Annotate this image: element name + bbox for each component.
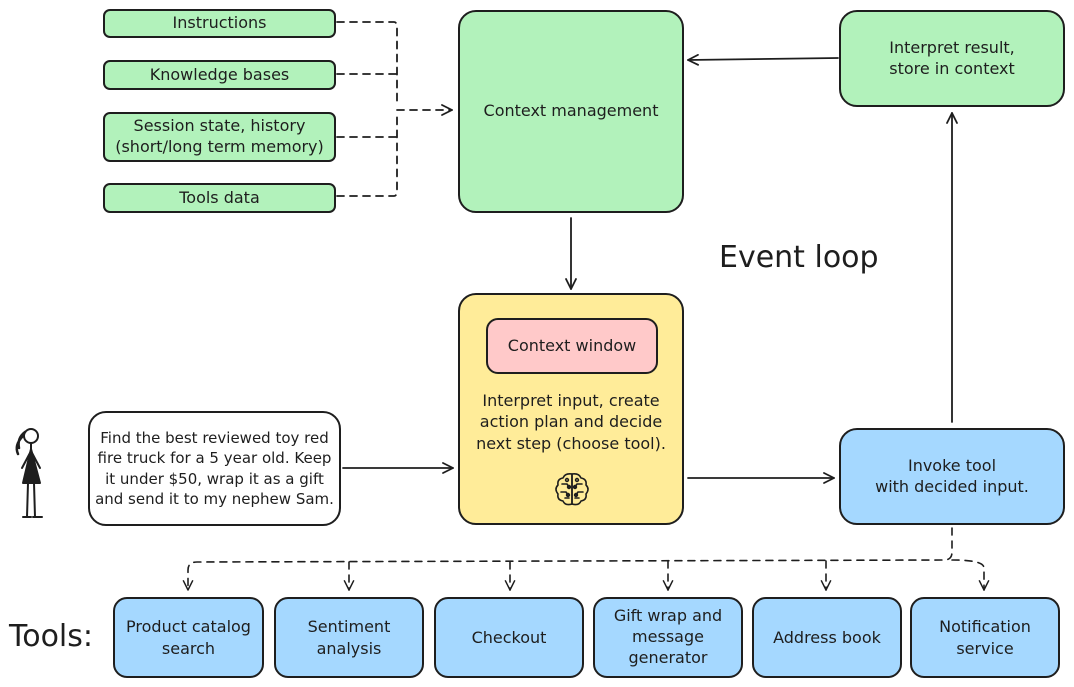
interpret-result-label: Interpret result, store in context (889, 37, 1015, 78)
agent-text: Interpret input, create action plan and … (476, 391, 666, 453)
tool-notification-service: Notification service (910, 597, 1060, 678)
brain-circuit-icon (555, 473, 589, 506)
source-label: Knowledge bases (149, 64, 290, 84)
source-knowledge-bases: Knowledge bases (103, 60, 336, 90)
interpret-result: Interpret result, store in context (839, 10, 1065, 107)
invoke-tool-label: Invoke tool with decided input. (875, 455, 1029, 496)
invoke-tool: Invoke tool with decided input. (839, 428, 1065, 525)
tool-label: Gift wrap and message generator (613, 606, 723, 667)
tools-connector (182, 527, 953, 591)
source-instructions: Instructions (103, 9, 336, 38)
context-management: Context management (458, 10, 684, 213)
tool-label: Product catalog search (126, 616, 251, 658)
person-icon (15, 428, 43, 518)
tool-gift-wrap: Gift wrap and message generator (593, 597, 743, 678)
tool-sentiment-analysis: Sentiment analysis (274, 597, 424, 678)
agent-box: Context window Interpret input, create a… (458, 293, 684, 525)
tool-address-book: Address book (752, 597, 902, 678)
user-prompt-text: Find the best reviewed toy red fire truc… (95, 429, 334, 508)
event-loop-label: Event loop (719, 240, 879, 275)
source-connector (336, 21, 398, 105)
user-prompt: Find the best reviewed toy red fire truc… (88, 411, 341, 526)
source-label: Session state, history (short/long term … (115, 116, 324, 156)
tool-label: Checkout (471, 627, 547, 647)
tool-product-catalog-search: Product catalog search (113, 597, 264, 678)
source-label: Instructions (172, 13, 267, 33)
tools-connector (951, 559, 990, 591)
context-management-label: Context management (483, 101, 659, 121)
source-session-state: Session state, history (short/long term … (103, 112, 336, 162)
source-label: Tools data (179, 187, 260, 207)
source-tools-data: Tools data (103, 183, 336, 213)
context-window-label: Context window (507, 335, 637, 355)
connector-arrow (687, 53, 839, 66)
source-connector (336, 115, 398, 197)
context-window: Context window (486, 318, 658, 374)
tool-label: Sentiment analysis (307, 616, 391, 658)
tools-heading: Tools: (9, 619, 94, 654)
tool-label: Address book (773, 627, 881, 647)
tool-label: Notification service (939, 616, 1031, 658)
tool-checkout: Checkout (434, 597, 584, 678)
